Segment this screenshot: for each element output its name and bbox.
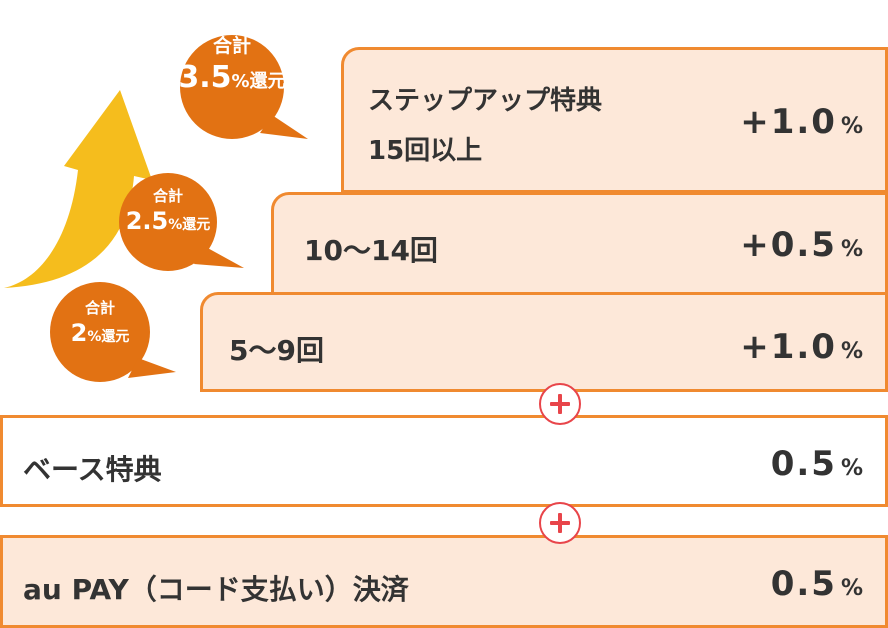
step-15-plus-range: 15回以上 [368, 136, 483, 166]
au-pay-unit: % [840, 576, 863, 601]
bubble-total-3-5 [180, 35, 308, 139]
step-5-9-value: +1.0% [740, 327, 863, 367]
step-5-9-range: 5〜9回 [229, 334, 324, 367]
bubble-2-rate: 2 [70, 318, 88, 347]
bubble-2-5-rate: 2.5 [125, 206, 169, 235]
bubble-2-text: 合計 2%還元 [36, 300, 164, 346]
bubble-3-5-rate: 3.5 [178, 59, 232, 95]
base-benefit-label: ベース特典 [23, 453, 162, 486]
step-15-plus-rate: +1.0 [740, 102, 837, 142]
step-10-14: 10〜14回 +0.5% [271, 192, 888, 296]
base-benefit-row: ベース特典 0.5% [0, 415, 888, 507]
step-10-14-range: 10〜14回 [304, 234, 438, 267]
step-5-9: 5〜9回 +1.0% [200, 292, 888, 392]
plus-icon [539, 383, 581, 425]
bubble-3-5-unit: %還元 [231, 70, 286, 92]
au-pay-label: au PAY（コード支払い）決済 [23, 573, 409, 606]
bubble-2-title: 合計 [84, 299, 115, 317]
bubble-total-2 [50, 282, 176, 382]
bubble-3-5-title: 合計 [212, 35, 251, 57]
bubble-2-5-title: 合計 [152, 187, 183, 205]
step-5-9-rate: +1.0 [740, 327, 837, 367]
au-pay-row: au PAY（コード支払い）決済 0.5% [0, 535, 888, 628]
step-10-14-rate: +0.5 [740, 225, 837, 265]
au-pay-rate: 0.5 [770, 564, 837, 604]
step-5-9-unit: % [840, 339, 863, 364]
step-15-plus-title: ステップアップ特典 [368, 86, 603, 116]
au-pay-value: 0.5% [771, 564, 863, 604]
bubble-3-5-text: 合計 3.5%還元 [162, 36, 302, 94]
rising-arrow-icon [4, 90, 152, 288]
step-10-14-value: +0.5% [740, 225, 863, 265]
step-15-plus-value: +1.0% [740, 102, 863, 142]
step-10-14-unit: % [840, 237, 863, 262]
base-benefit-unit: % [840, 456, 863, 481]
bubble-2-5-unit: %還元 [168, 216, 211, 233]
bubble-2-5-text: 合計 2.5%還元 [106, 188, 230, 234]
step-15-plus: ステップアップ特典 15回以上 +1.0% [341, 47, 888, 193]
plus-icon [539, 502, 581, 544]
bubble-total-2-5 [119, 173, 244, 271]
step-15-plus-unit: % [840, 114, 863, 139]
base-benefit-rate: 0.5 [770, 444, 837, 484]
bubble-2-unit: %還元 [87, 328, 130, 345]
base-benefit-value: 0.5% [771, 444, 863, 484]
